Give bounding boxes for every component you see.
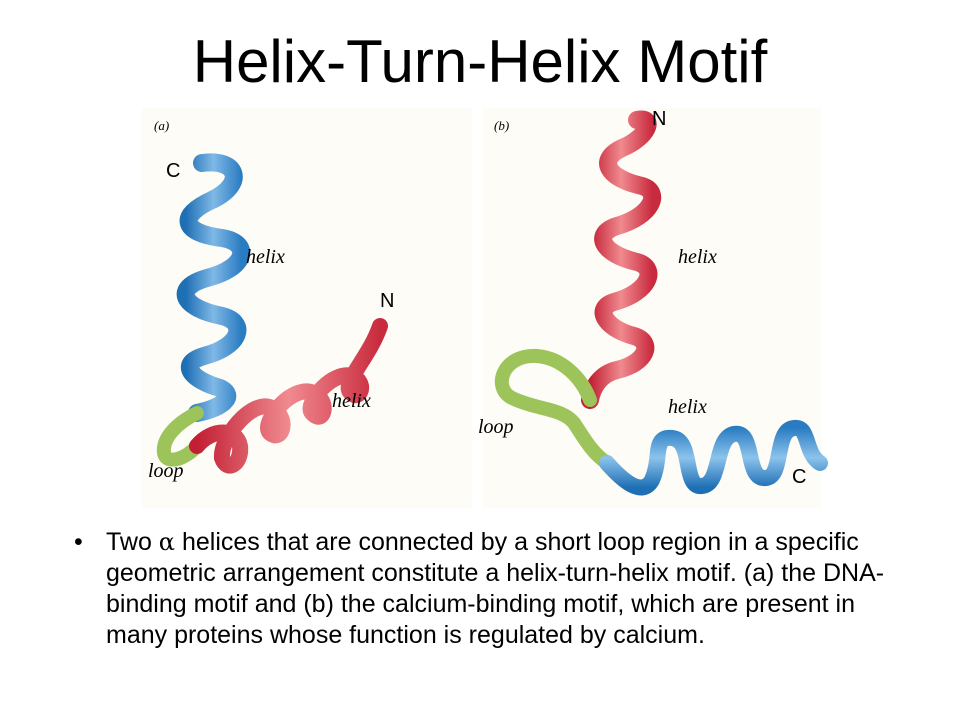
panel-b-helix-bottom-label: helix xyxy=(668,396,707,418)
caption-prefix: Two xyxy=(106,528,159,556)
panel-a-dna-binding-motif: (a) C N helix helix loop xyxy=(142,108,472,508)
panel-b-calcium-binding-motif: (b) N C helix helix loop xyxy=(478,108,828,508)
panel-a-c-terminus-label: C xyxy=(166,160,181,182)
caption-text: Two α helices that are connected by a sh… xyxy=(106,527,896,651)
green-loop-ribbon xyxy=(156,406,204,467)
panel-b-label: (b) xyxy=(494,118,510,133)
panel-b-ribbon-diagram xyxy=(494,110,828,496)
alpha-symbol: α xyxy=(158,528,176,556)
red-helix-ribbon xyxy=(581,110,662,409)
blue-helix-ribbon xyxy=(176,153,251,422)
panel-a-n-terminus-label: N xyxy=(380,290,395,312)
blue-helix-ribbon xyxy=(599,420,828,496)
panel-b-n-terminus-label: N xyxy=(652,108,667,130)
panel-a-label: (a) xyxy=(154,118,170,133)
panel-a-loop-label: loop xyxy=(148,460,184,482)
bullet-marker: • xyxy=(74,528,83,556)
panel-a-helix-top-label: helix xyxy=(246,246,285,268)
panel-a-helix-bottom-label: helix xyxy=(332,390,371,412)
panel-b-helix-top-label: helix xyxy=(678,246,717,268)
slide-title: Helix-Turn-Helix Motif xyxy=(192,28,768,95)
green-loop-ribbon xyxy=(494,349,614,470)
panel-b-loop-label: loop xyxy=(478,416,514,438)
red-helix-ribbon xyxy=(189,318,388,474)
panel-b-c-terminus-label: C xyxy=(792,466,807,488)
caption-body: helices that are connected by a short lo… xyxy=(106,528,885,649)
panel-a-ribbon-diagram xyxy=(156,153,388,474)
